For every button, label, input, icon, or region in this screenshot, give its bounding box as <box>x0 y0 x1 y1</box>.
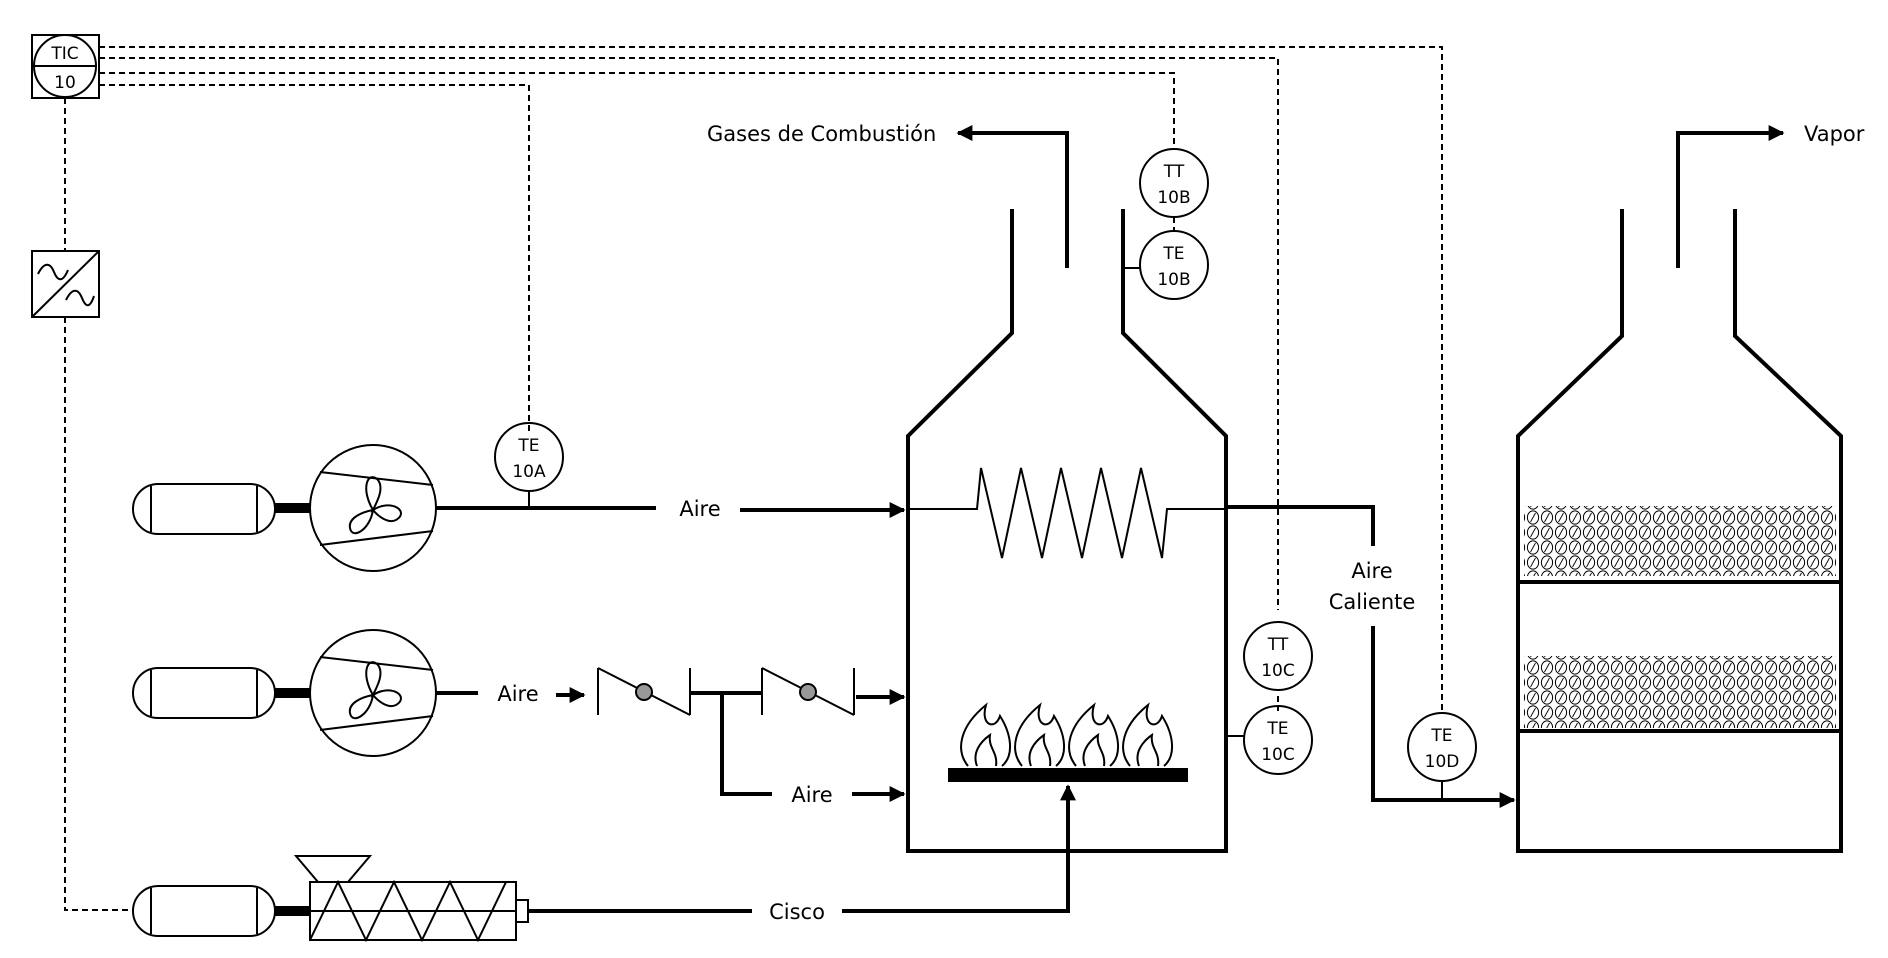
blower-1 <box>132 444 437 572</box>
air-label-1: Aire <box>679 497 720 521</box>
svg-text:TE: TE <box>1430 726 1452 746</box>
te-10d[interactable]: TE 10D <box>1407 712 1477 782</box>
svg-text:TT: TT <box>1163 162 1185 182</box>
svg-text:TE: TE <box>1266 719 1288 739</box>
svg-text:10B: 10B <box>1157 188 1190 208</box>
svg-text:10C: 10C <box>1261 661 1295 681</box>
fuel-label: Cisco <box>769 900 825 924</box>
dryer: Vapor <box>1516 122 1865 853</box>
te-10b[interactable]: TE 10B <box>1139 230 1209 300</box>
blower-2 <box>132 629 437 757</box>
coffee-bed-upper <box>1524 506 1836 576</box>
burner-grate <box>948 768 1188 782</box>
te-10c[interactable]: TE 10C <box>1243 705 1313 775</box>
screw-feeder <box>132 855 529 943</box>
svg-text:10C: 10C <box>1261 745 1295 765</box>
hot-air-line: Aire Caliente <box>1228 505 1516 808</box>
fuel-line: Cisco <box>528 784 1076 924</box>
signal-converter <box>31 250 100 318</box>
flue-gas-label: Gases de Combustión <box>707 122 936 146</box>
hot-air-label-1: Aire <box>1351 559 1392 583</box>
flame-icon <box>960 702 1173 767</box>
tt-10b[interactable]: TT 10B <box>1139 148 1209 218</box>
svg-text:TT: TT <box>1267 635 1289 655</box>
svg-text:10B: 10B <box>1157 270 1190 290</box>
damper-valve-2[interactable] <box>761 667 855 716</box>
svg-text:10A: 10A <box>512 462 546 482</box>
damper-valve-1[interactable] <box>597 667 691 716</box>
air-label-2: Aire <box>497 682 538 706</box>
signal-lines <box>64 46 1443 911</box>
air-label-3: Aire <box>791 783 832 807</box>
svg-text:TE: TE <box>517 436 539 456</box>
tt-10c[interactable]: TT 10C <box>1243 621 1313 691</box>
tic-tag: TIC <box>50 44 78 64</box>
flue-gas-outlet: Gases de Combustión <box>707 122 1069 268</box>
steam-label: Vapor <box>1804 122 1865 146</box>
hot-air-label-2: Caliente <box>1329 590 1416 614</box>
svg-text:10D: 10D <box>1425 752 1460 772</box>
air-line-1: Aire <box>436 497 906 521</box>
te-10a[interactable]: TE 10A <box>494 422 564 492</box>
svg-text:TE: TE <box>1162 244 1184 264</box>
tic-number: 10 <box>54 73 76 93</box>
air-line-2: Aire Aire <box>436 667 906 807</box>
coffee-bed-lower <box>1524 656 1836 728</box>
tic-10-controller[interactable]: TIC 10 <box>31 34 100 99</box>
furnace <box>906 209 1228 853</box>
